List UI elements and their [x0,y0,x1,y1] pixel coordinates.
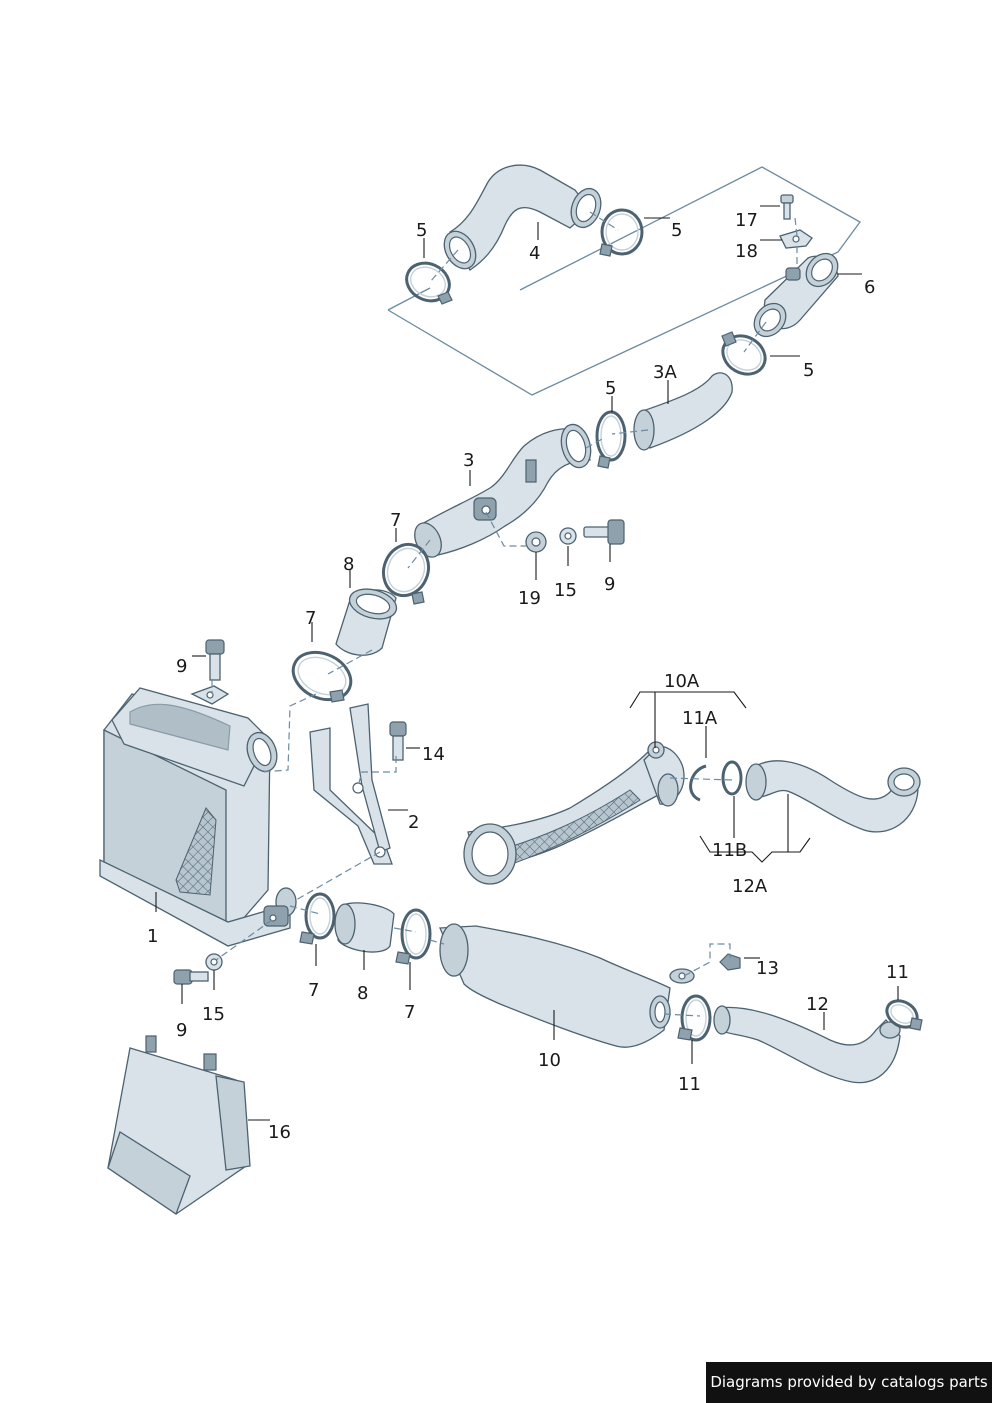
label-3a: 3A [653,362,677,383]
label-12: 12 [806,994,829,1015]
hose-12[interactable] [713,1005,901,1084]
clamp-11-upper[interactable] [882,996,923,1033]
sleeve-8-upper[interactable] [335,584,400,656]
label-16: 16 [268,1122,291,1143]
label-15-a: 15 [554,580,577,601]
clamp-5-mid-left[interactable] [595,410,627,469]
washer-15-lower[interactable] [205,953,223,971]
label-7-a: 7 [390,510,401,531]
connector-lines [211,211,798,1017]
clamp-11-lower[interactable] [677,994,712,1042]
group-bracket-12a [699,794,811,863]
label-1: 1 [147,926,158,947]
clamp-5-upper-left[interactable] [400,256,455,307]
leader-lines [155,205,899,1121]
label-7-d: 7 [404,1002,415,1023]
washer-15-upper[interactable] [559,527,577,545]
bolt-9-upper[interactable] [583,519,625,545]
bolt-14[interactable] [389,721,407,761]
label-12a: 12A [732,876,768,897]
label-7-c: 7 [308,980,319,1001]
bolt-9-lower[interactable] [173,969,209,985]
label-5-a: 5 [416,220,427,241]
label-9-b: 9 [176,656,187,677]
label-7-b: 7 [305,608,316,629]
clamp-7-upper[interactable] [376,538,435,605]
label-11-a: 11 [886,962,909,983]
bolt-9-intercooler[interactable] [205,639,225,681]
hose-4[interactable] [438,164,606,274]
label-6: 6 [864,277,875,298]
label-11-b: 11 [678,1074,701,1095]
label-8-a: 8 [343,554,354,575]
label-9-a: 9 [604,574,615,595]
clamp-7-lower-left[interactable] [299,892,336,945]
label-11b: 11B [712,840,747,861]
air-duct-16[interactable] [107,1035,251,1216]
hose-3a[interactable] [633,372,733,451]
clamp-5-upper-right[interactable] [599,208,644,257]
label-13: 13 [756,958,779,979]
group-bracket-upper [387,166,861,396]
pipe-10a[interactable] [463,741,685,885]
label-17: 17 [735,210,758,231]
label-9-c: 9 [176,1020,187,1041]
snap-ring-11a[interactable] [689,764,707,802]
sleeve-8-lower[interactable] [334,902,395,953]
washer-intercooler-top[interactable] [190,685,230,705]
o-ring-11b[interactable] [721,760,743,796]
group-bracket-10a [629,691,747,748]
label-3: 3 [463,450,474,471]
attribution-banner: Diagrams provided by catalogs parts [706,1362,992,1403]
label-19: 19 [518,588,541,609]
label-2: 2 [408,812,419,833]
label-5-b: 5 [671,220,682,241]
pipe-6[interactable] [748,247,845,343]
label-8-b: 8 [357,983,368,1004]
washer-18[interactable] [779,229,813,249]
bolt-17[interactable] [780,194,794,220]
pipe-3[interactable] [410,421,596,561]
label-10a: 10A [664,671,700,692]
intercooler-1[interactable] [99,687,297,947]
label-14: 14 [422,744,445,765]
label-15-b: 15 [202,1004,225,1025]
label-10: 10 [538,1050,561,1071]
label-18: 18 [735,241,758,262]
pipe-10[interactable] [439,923,695,1048]
clamp-7-mid[interactable] [286,643,359,708]
clamp-7-lower-right[interactable] [395,908,432,965]
bushing-19[interactable] [525,531,547,553]
grommet-13[interactable] [719,953,741,971]
label-11a: 11A [682,708,718,729]
label-5-c: 5 [803,360,814,381]
label-5-d: 5 [605,378,616,399]
bracket-2[interactable] [309,703,393,865]
hose-12a[interactable] [745,760,921,833]
label-4: 4 [529,243,540,264]
